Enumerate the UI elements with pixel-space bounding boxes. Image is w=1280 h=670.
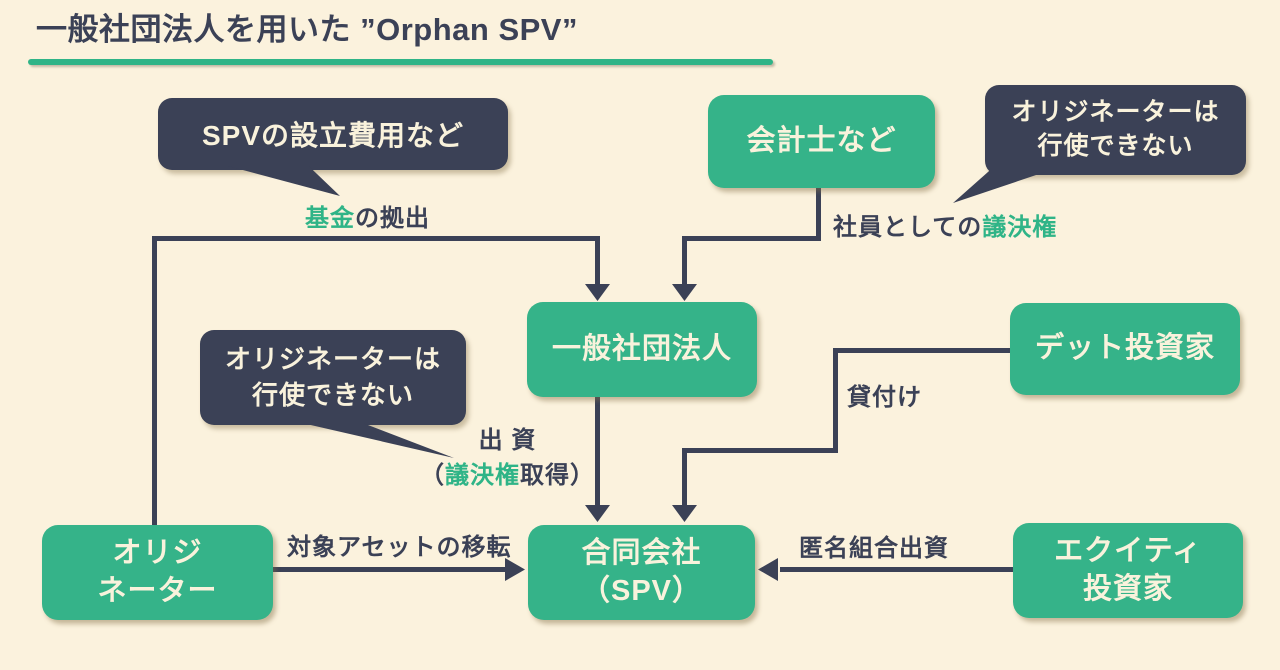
callout-no-vote-top-right-line2: 行使できない [1037, 132, 1194, 160]
callout-spv-setup-cost-text: SPVの設立費用など [201, 120, 465, 151]
connector-association-to-spv [595, 397, 600, 507]
callout-no-vote-top-right-tail [953, 171, 1048, 203]
connector-originator-to-spv [272, 567, 507, 572]
arrowhead-fund-into-association [585, 284, 610, 301]
label-equity-investment-line1: 出 資 [478, 427, 537, 454]
label-equity-investment: 出 資 （議決権取得） [415, 424, 600, 494]
label-silent-partnership: 匿名組合出資 [799, 535, 949, 562]
node-general-association-label: 一般社団法人 [551, 332, 732, 365]
node-accountant: 会計士など [708, 95, 935, 188]
callout-no-vote-left-line2: 行使できない [251, 379, 414, 410]
connector-debt-horizontal1 [835, 348, 1010, 353]
connector-accountant-down [816, 186, 821, 241]
connector-fund-down [595, 236, 600, 286]
arrowhead-investment-into-spv [585, 505, 610, 522]
node-spv: 合同会社 （SPV） [528, 525, 755, 620]
label-fund-contribution-rest: の拠出 [355, 205, 430, 232]
label-equity-investment-line2-post: 取得） [520, 461, 595, 489]
node-debt-investor-label: デット投資家 [1034, 332, 1215, 365]
label-fund-contribution: 基金の拠出 [305, 198, 430, 233]
node-equity-investor-label-line1: エクイティ [1054, 535, 1202, 568]
callout-no-vote-left-line1: オリジネーターは [224, 344, 441, 375]
arrowhead-accountant-into-association [672, 284, 697, 301]
connector-accountant-down2 [682, 236, 687, 286]
arrowhead-tk-into-spv [758, 558, 778, 581]
node-originator-label-line1: オリジ [112, 537, 203, 570]
connector-fund-horizontal [152, 236, 600, 241]
callout-spv-setup-cost: SPVの設立費用など [158, 98, 508, 170]
label-equity-investment-line2: （議決権取得） [415, 459, 600, 494]
node-accountant-label: 会計士など [746, 124, 897, 157]
connector-equity-to-spv [780, 567, 1013, 572]
node-originator: オリジ ネーター [42, 525, 273, 620]
callout-no-vote-top-right-line1: オリジネーターは [1011, 98, 1220, 127]
callout-spv-setup-cost-tail [228, 166, 340, 196]
node-originator-label-line2: ネーター [97, 574, 218, 607]
connector-debt-horizontal2 [684, 448, 838, 453]
connector-debt-down2 [682, 448, 687, 507]
label-fund-contribution-highlight: 基金 [305, 205, 355, 232]
node-general-association: 一般社団法人 [527, 302, 757, 397]
connector-originator-up [152, 238, 157, 527]
callout-no-vote-left: オリジネーターは 行使できない [200, 330, 466, 425]
label-member-voting: 社員としての議決権 [833, 207, 1057, 242]
label-asset-transfer: 対象アセットの移転 [287, 534, 512, 561]
arrowhead-loan-into-spv [672, 505, 697, 522]
callout-no-vote-top-right: オリジネーターは 行使できない [985, 85, 1246, 175]
title-underline [28, 59, 773, 65]
diagram-title: 一般社団法人を用いた ”Orphan SPV” [36, 12, 578, 47]
label-equity-investment-line2-highlight: 議決権 [445, 461, 520, 489]
connector-debt-down1 [833, 348, 838, 453]
label-member-voting-highlight: 議決権 [982, 214, 1058, 241]
node-equity-investor-label-line2: 投資家 [1082, 572, 1173, 605]
label-equity-investment-line2-pre: （ [420, 461, 445, 489]
label-loan: 貸付け [847, 384, 922, 411]
label-member-voting-pre: 社員としての [833, 214, 983, 241]
node-equity-investor: エクイティ 投資家 [1013, 523, 1243, 618]
node-debt-investor: デット投資家 [1010, 303, 1240, 395]
node-spv-label-line1: 合同会社 [581, 537, 702, 570]
connector-accountant-horizontal [684, 236, 821, 241]
node-spv-label-line2: （SPV） [580, 574, 703, 607]
